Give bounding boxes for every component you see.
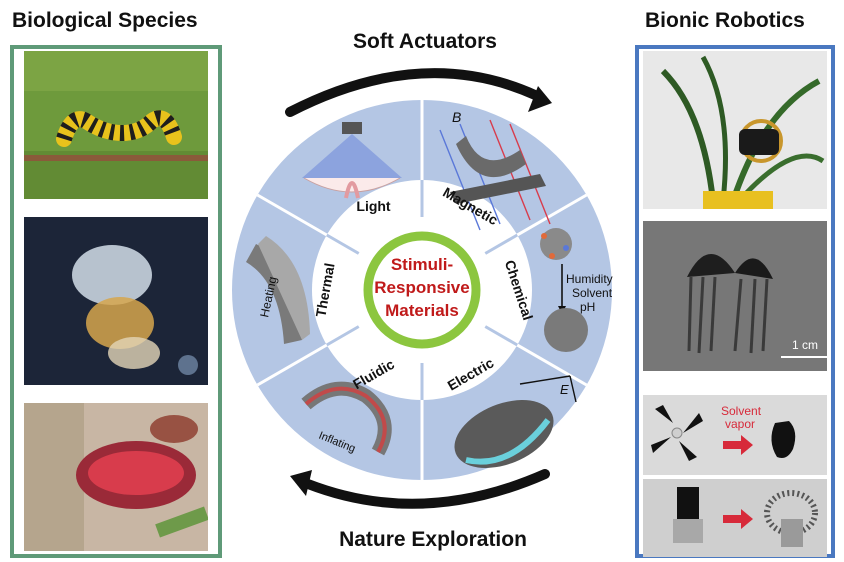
venus-flytrap-photo [24,403,208,551]
light-icon [302,122,402,199]
magnet-field-icon: B [439,109,551,231]
biological-species-panel [10,45,222,558]
chemical-solvent: Solvent [572,286,613,300]
top-curved-arrow [285,68,540,117]
ring-divider-1 [484,233,519,255]
caterpillar-photo [24,51,208,199]
stimulus-label-light: Light [356,198,391,214]
ring-divider-2 [484,325,519,347]
robot-motion-photo: 1 cm [643,221,827,371]
electric-field-symbol: E [560,382,569,397]
scale-bar-label: 1 cm [792,338,818,352]
chemical-icon: Humidity Solvent pH [540,228,613,352]
center-label-line-2: Responsive [374,278,469,297]
jellyfish-photo [24,217,208,385]
bottom-arrowhead [290,470,312,496]
bottom-arrow-label: Nature Exploration [339,528,527,551]
solvent-label-line-1: Solvent [721,404,762,418]
center-green-ring [363,231,481,349]
bionic-robotics-panel: 1 cm Solvent vapor [635,45,835,558]
electric-disc-icon: E [454,375,577,468]
solvent-label-line-2: vapor [725,417,755,431]
chemical-ph: pH [580,300,595,314]
ring-divider-4 [325,325,360,347]
center-label-line-3: Materials [385,301,459,320]
bottom-curved-arrow [303,469,550,509]
top-arrowhead [528,86,552,112]
ring-divider-5 [325,233,360,255]
center-label-line-1: Stimuli- [391,255,453,274]
chemical-humidity: Humidity [566,272,613,286]
plant-robot-photo [643,51,827,209]
right-panel-title: Bionic Robotics [645,9,805,32]
solvent-roll-photo [643,479,827,557]
top-arrow-label: Soft Actuators [353,30,497,53]
solvent-flower-photo: Solvent vapor [643,395,827,475]
magnetic-field-symbol: B [452,109,461,125]
left-panel-title: Biological Species [12,9,198,32]
